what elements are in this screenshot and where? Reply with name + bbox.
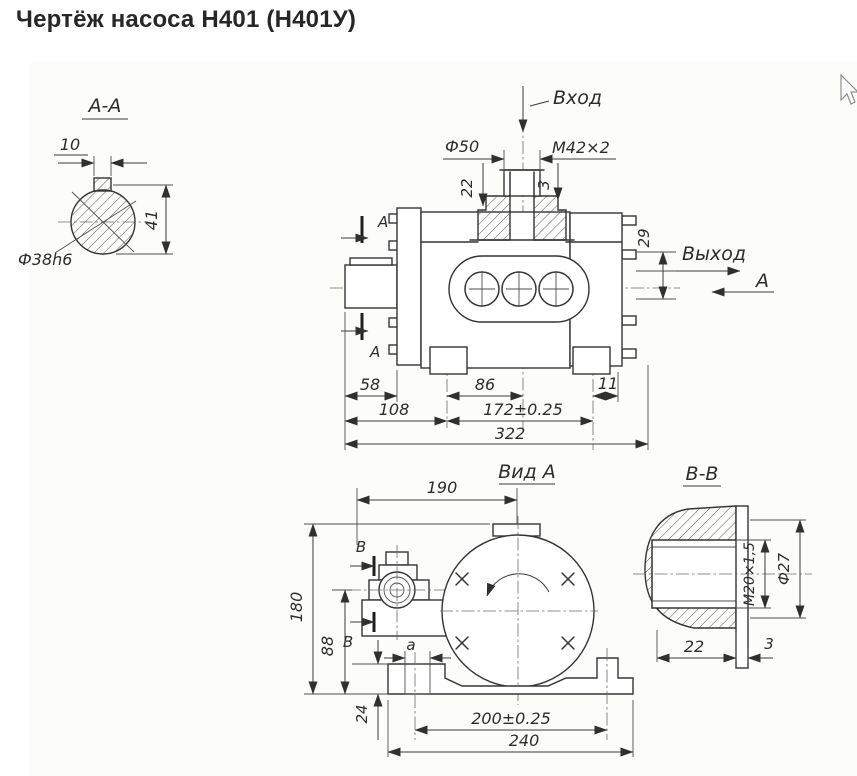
section-a-bottom-label: А	[369, 343, 380, 361]
dim-108-label: 108	[379, 400, 410, 419]
dim-88-label: 88	[318, 636, 337, 656]
thread-m20-label: М20×1,5	[742, 542, 758, 606]
dim-240-label: 240	[509, 731, 540, 750]
dim-86-label: 86	[475, 375, 495, 394]
section-b-top-label: В	[356, 538, 366, 556]
dim-190-label: 190	[427, 478, 458, 497]
section-bb-title: В-В	[686, 463, 719, 485]
view-direction-a-label: А	[754, 270, 769, 292]
key-cross-section	[93, 177, 112, 192]
inlet-diameter-label: Ф50	[445, 137, 479, 156]
dim-a-label: а	[406, 636, 415, 654]
rotation-arrow	[486, 573, 550, 597]
side-fitting	[348, 545, 450, 640]
dim-key-width-label: 10	[60, 135, 80, 154]
bb-flange-plate	[735, 505, 749, 669]
mounting-foot	[572, 346, 611, 375]
section-bb-view: В-В М20×1,5 Ф27 22 3	[633, 463, 812, 669]
base-foot-section	[404, 663, 431, 695]
dim-3-label: 3	[535, 180, 553, 190]
dim-58-label: 58	[360, 375, 380, 394]
left-cover	[396, 207, 422, 366]
main-view-dimensions: 58 86 11 108 172±0.25 322	[344, 312, 649, 450]
outlet-label: Выход	[682, 243, 746, 265]
section-a-top-label: А	[377, 213, 388, 231]
drive-shaft	[344, 264, 398, 309]
dim-180-label: 180	[287, 592, 306, 623]
cover-top-tab	[492, 523, 541, 537]
page-title: Чертёж насоса Н401 (Н401У)	[16, 6, 357, 33]
bb-dim-3-label: 3	[764, 635, 774, 653]
shaft-diameter-label: Ф38h6	[18, 250, 72, 269]
section-a-cutting-marks: А А	[341, 213, 388, 361]
view-a: Вид А В В	[287, 461, 634, 757]
mounting-foot	[429, 346, 468, 375]
inlet-flange	[469, 169, 575, 241]
dim-22-label: 22	[458, 178, 476, 197]
dim-24-label: 24	[353, 704, 371, 723]
dim-322-label: 322	[495, 424, 526, 443]
dim-29-label: 29	[635, 228, 653, 247]
section-b-bottom-label: В	[343, 633, 353, 651]
dim-shaft-height-label: 41	[142, 210, 161, 230]
section-aa-title: А-А	[87, 95, 122, 117]
inlet-label: Вход	[553, 87, 602, 109]
dim-11-label: 11	[598, 374, 618, 393]
main-view: Вход Ф50 М42×2 22 3 29 Выход А А	[330, 86, 774, 450]
rotor-bores	[464, 271, 574, 307]
pump-base	[387, 657, 634, 695]
dim-dia27-label: Ф27	[775, 553, 793, 585]
section-aa-view: А-А 10 41 Ф38h6	[18, 95, 173, 269]
dim-200-label: 200±0.25	[471, 709, 551, 728]
bb-dim-22-label: 22	[684, 637, 704, 656]
inlet-thread-label: М42×2	[552, 138, 610, 157]
view-a-title: Вид А	[498, 461, 556, 483]
dim-172-label: 172±0.25	[483, 400, 563, 419]
cover-bolt-marks	[455, 572, 575, 650]
